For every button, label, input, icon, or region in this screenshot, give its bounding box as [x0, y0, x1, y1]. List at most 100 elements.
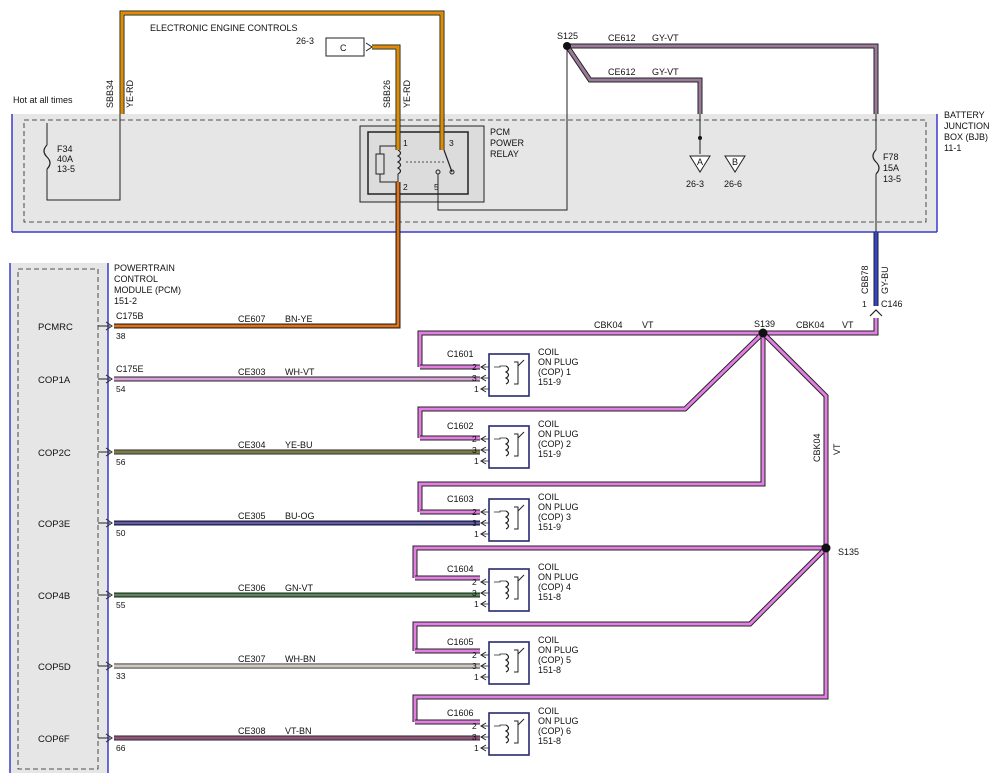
pcm-pin-name: COP4B — [38, 591, 70, 602]
s139-label: S139 — [754, 319, 775, 329]
pcm-label-1: POWERTRAIN — [114, 263, 175, 273]
coil-primary-icon — [504, 724, 510, 744]
arrow-b-icon — [724, 155, 746, 173]
coil-secondary-icon — [514, 649, 519, 673]
coil-spark-icon — [517, 574, 525, 582]
coil-pin-1: 1 — [474, 743, 479, 753]
cbk04-label-right-color: VT — [842, 320, 854, 330]
relay-pin-5: 5 — [434, 182, 439, 192]
arrow-a-label: A — [697, 157, 703, 167]
cbk04-harness — [412, 318, 879, 725]
relay-switch-contact — [443, 149, 453, 173]
coil-secondary-icon — [514, 506, 519, 530]
coil-label-line: ON PLUG — [538, 357, 579, 367]
coil-label-line: ON PLUG — [538, 645, 579, 655]
pcm-circuit-id: CE306 — [238, 583, 266, 593]
pcm-circuit-id: CE305 — [238, 511, 266, 521]
coil-label-line: (COP) 6 — [538, 726, 571, 736]
coil-pin-1: 1 — [474, 529, 479, 539]
pcm-connector-icon — [105, 733, 113, 743]
pcm-power-relay-box — [359, 125, 485, 203]
battery-junction-box: BATTERY JUNCTION BOX (BJB) 11-1 F34 40A … — [11, 52, 990, 233]
sbb34-circuit: SBB34 — [105, 80, 115, 108]
coil-internal-lead — [494, 580, 506, 583]
cbk04-wire-4 — [413, 546, 826, 578]
coil-pin-1: 1 — [474, 384, 479, 394]
pcm-circuit-id: CE307 — [238, 654, 266, 664]
arrow-b-page: 26-6 — [724, 179, 742, 189]
pcm-circuit-color: BU-OG — [285, 511, 315, 521]
sbb26-color: YE-RD — [402, 79, 412, 108]
pcm-pin-name: COP3E — [38, 519, 70, 530]
pcm-pin-number: 33 — [116, 671, 126, 681]
s139-splice-icon — [758, 328, 768, 338]
coil-label-line: 151-9 — [538, 449, 561, 459]
cbb78-wire-group: CBB78 GY-BU 1 C146 — [860, 232, 903, 317]
pcm-pin-name: COP2C — [38, 448, 71, 459]
pcm-pin-number: 50 — [116, 528, 126, 538]
coil-primary-icon — [504, 580, 510, 600]
pcm-pin-number: 55 — [116, 600, 126, 610]
f78-fuse-icon — [872, 149, 880, 175]
pcm-label-3: MODULE (PCM) — [114, 285, 181, 295]
ye-rd-wires: SBB34 YE-RD SBB26 YE-RD ELECTRONIC ENGIN… — [105, 10, 445, 150]
cbk04-wire-1 — [418, 331, 765, 438]
cbk04-wire-5 — [413, 546, 828, 651]
pcm-connector-icon — [105, 447, 113, 457]
f78-grid: 13-5 — [883, 174, 901, 184]
sbb26-wire-stripe — [372, 46, 399, 150]
coil-label-line: COIL — [538, 562, 559, 572]
pcm-pin-number: 54 — [116, 384, 126, 394]
coil-pin-2: 2 — [472, 434, 477, 444]
coil-label-line: 151-9 — [538, 522, 561, 532]
cbk04-wire-3 — [761, 331, 828, 548]
bjb-dashed-outline — [23, 119, 927, 223]
connector-c-arrow-icon — [365, 42, 373, 52]
coil-label-line: (COP) 4 — [538, 582, 571, 592]
bjb-label-2: JUNCTION — [944, 121, 990, 131]
coil-secondary-icon — [514, 361, 519, 385]
sbb34-color: YE-RD — [125, 79, 135, 108]
ce607-stripe — [114, 182, 399, 327]
coil-pin-1: 1 — [474, 672, 479, 682]
ce612-a-circuit: CE612 — [608, 33, 636, 43]
cbk04-wire-6 — [413, 548, 828, 722]
pcm-label-2: CONTROL — [114, 274, 158, 284]
coil-pin-2: 2 — [472, 507, 477, 517]
coil-spark-icon — [517, 647, 525, 655]
pcm-pin-name: COP5D — [38, 662, 71, 673]
coil-pin-1: 1 — [474, 456, 479, 466]
coil-primary-icon — [504, 653, 510, 673]
coil-connector-id: C1604 — [447, 564, 474, 574]
coil-pin-1: 1 — [474, 599, 479, 609]
cbk04-wire-0 — [418, 318, 878, 367]
coil-pin-3: 3 — [472, 445, 477, 455]
pcm-power-relay-inner — [367, 131, 469, 195]
relay-label-1: PCM — [490, 127, 510, 137]
coil-pin-3: 3 — [472, 588, 477, 598]
coil-spark-icon — [517, 718, 525, 726]
coil-internal-lead — [494, 653, 506, 656]
relay-pin5-wire — [437, 52, 568, 211]
coil-label-line: 151-9 — [538, 377, 561, 387]
f34-fuse-icon — [43, 144, 51, 170]
pcm-circuit-id: CE308 — [238, 726, 266, 736]
f34-rating: 40A — [57, 154, 73, 164]
coil-label-line: ON PLUG — [538, 716, 579, 726]
pcm-connector-icon — [105, 374, 113, 384]
relay-pin3-contact — [449, 169, 455, 175]
cbk04-wire-4-outline — [412, 545, 826, 578]
f34-name: F34 — [57, 144, 73, 154]
pcm-connector-icon — [105, 590, 113, 600]
coil-label-line: (COP) 5 — [538, 655, 571, 665]
coil-label-line: ON PLUG — [538, 572, 579, 582]
coil-pin-2: 2 — [472, 721, 477, 731]
coil-secondary-icon — [514, 720, 519, 744]
cbk04-label-vertical-color: VT — [832, 443, 842, 455]
